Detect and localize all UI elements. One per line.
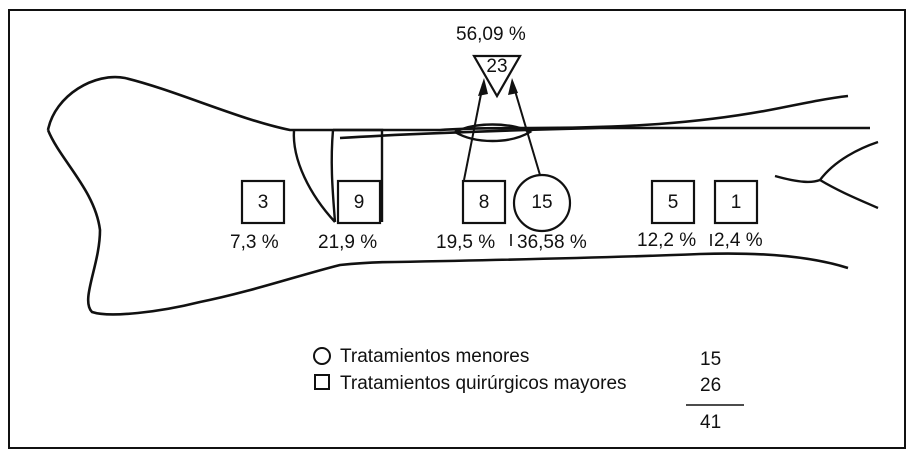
legend-value-major: 26	[700, 375, 722, 396]
top-marker-count: 23	[486, 56, 508, 77]
marker-percent-3: 7,3 %	[230, 232, 279, 253]
marker-count-1: 1	[730, 192, 742, 213]
marker-square-3	[240, 179, 286, 225]
marker-count-9: 9	[353, 192, 365, 213]
arrow-line-15	[512, 83, 541, 176]
bone-waist	[454, 123, 533, 143]
legend-value-minor: 15	[700, 349, 722, 370]
joint-wedge	[292, 129, 337, 223]
circle-icon	[313, 347, 331, 365]
marker-square-9	[336, 179, 382, 225]
arrow-line-8	[463, 83, 484, 181]
figure-frame	[8, 9, 906, 449]
marker-triangle-23	[472, 54, 522, 99]
marker-count-5: 5	[667, 192, 679, 213]
marker-percent-5: 12,2 %	[637, 230, 697, 251]
square-icon	[314, 374, 330, 390]
arrow-head-15	[508, 78, 518, 95]
legend-label-minor: Tratamientos menores	[340, 346, 530, 367]
marker-square-8	[461, 179, 507, 225]
marker-count-8: 8	[478, 192, 490, 213]
marker-percent-8: 19,5 %	[436, 232, 496, 253]
bone-outline-lower	[46, 129, 849, 316]
marker-percent-1: 2,4 %	[714, 230, 763, 251]
bone-outline-upper	[46, 75, 849, 132]
marker-square-5	[650, 179, 696, 225]
legend-total: 41	[700, 412, 722, 433]
bone-fork	[774, 140, 879, 210]
top-marker-percent: 56,09 %	[456, 24, 526, 45]
marker-count-15: 15	[531, 192, 553, 213]
arrow-head-8	[478, 78, 488, 96]
marker-percent-15: 36,58 %	[517, 232, 587, 253]
segment-bracket	[333, 128, 384, 222]
legend-label-major: Tratamientos quirúrgicos mayores	[340, 373, 627, 394]
marker-count-3: 3	[257, 192, 269, 213]
marker-circle-15	[512, 173, 572, 233]
bone-shaft-line	[339, 126, 870, 140]
marker-percent-9: 21,9 %	[318, 232, 378, 253]
marker-square-1	[713, 179, 759, 225]
